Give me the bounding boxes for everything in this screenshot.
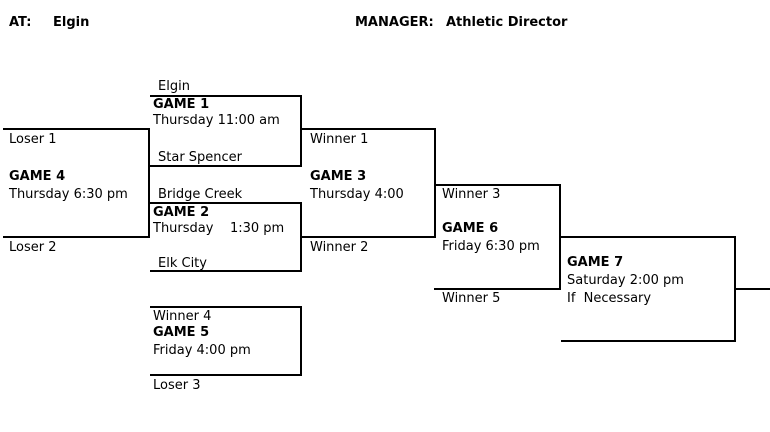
game5-title: GAME 5: [153, 325, 210, 340]
game7-top-line: [561, 236, 736, 238]
game5-time: Friday 4:00 pm: [153, 343, 251, 358]
game2-right-line: [300, 202, 302, 272]
game2-top-line: [150, 202, 302, 204]
game6-title: GAME 6: [442, 221, 499, 236]
at-value: Elgin: [53, 15, 90, 30]
game7-exit-line: [734, 288, 770, 290]
game1-team-bottom: Star Spencer: [158, 150, 243, 165]
game3-team-bottom: Winner 2: [310, 240, 369, 255]
game3-bottom-line: [302, 236, 436, 238]
game2-title: GAME 2: [153, 205, 210, 220]
game4-team-bottom: Loser 2: [9, 240, 57, 255]
game6-team-bottom: Winner 5: [442, 291, 501, 306]
game1-time: Thursday 11:00 am: [153, 113, 280, 128]
at-label: AT:: [9, 15, 32, 30]
game2-team-bottom: Elk City: [158, 256, 207, 271]
game1-title: GAME 1: [153, 97, 210, 112]
game4-right-line: [148, 128, 150, 238]
game3-top-line: [302, 128, 436, 130]
game7-bottom-line: [561, 340, 736, 342]
game6-bottom-line: [434, 288, 561, 290]
game7-title: GAME 7: [567, 255, 624, 270]
game5-team-bottom: Loser 3: [153, 378, 201, 393]
game6-right-line: [559, 184, 561, 290]
game6-top-line: [434, 184, 561, 186]
game7-time: Saturday 2:00 pm: [567, 273, 684, 288]
game3-team-top: Winner 1: [310, 132, 369, 147]
game4-team-top: Loser 1: [9, 132, 57, 147]
game7-note: If Necessary: [567, 291, 652, 306]
game4-top-line: [3, 128, 150, 130]
game1-team-top: Elgin: [158, 79, 190, 94]
manager-value: Athletic Director: [446, 15, 568, 30]
game6-time: Friday 6:30 pm: [442, 239, 540, 254]
game5-top-line: [150, 306, 302, 308]
manager-label: MANAGER:: [355, 15, 434, 30]
game3-time: Thursday 4:00: [310, 187, 404, 202]
game4-bottom-line: [3, 236, 150, 238]
game1-top-line: [150, 95, 302, 97]
game5-team-top: Winner 4: [153, 309, 212, 324]
game2-team-top: Bridge Creek: [158, 187, 243, 202]
game2-time: Thursday 1:30 pm: [153, 221, 285, 236]
game4-title: GAME 4: [9, 169, 66, 184]
game5-right-line: [300, 306, 302, 376]
game1-bottom-line: [150, 165, 302, 167]
game5-bottom-line: [150, 374, 302, 376]
game3-right-line: [434, 128, 436, 238]
game2-bottom-line: [150, 270, 302, 272]
game4-time: Thursday 6:30 pm: [9, 187, 128, 202]
game3-title: GAME 3: [310, 169, 367, 184]
game6-team-top: Winner 3: [442, 187, 501, 202]
game1-right-line: [300, 95, 302, 167]
